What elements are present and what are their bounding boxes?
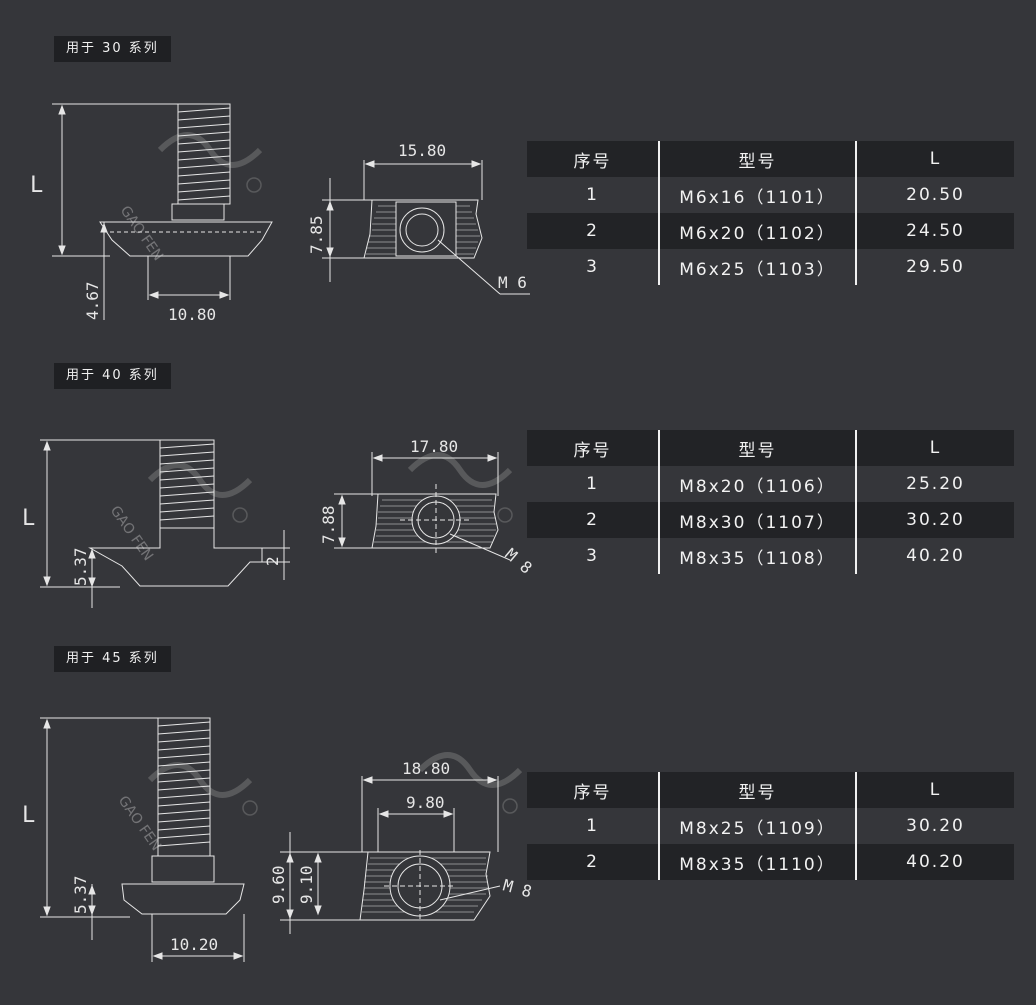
dim-length-label: L: [30, 173, 43, 198]
cell-index: 1: [586, 474, 599, 494]
cell-index: 1: [586, 185, 599, 205]
header-length: L: [856, 141, 1014, 177]
cell-model: M8x20（1106）: [658, 466, 857, 502]
nut-height-label: 7.88: [319, 505, 338, 544]
nut-width-label: 18.80: [402, 759, 450, 778]
cell-index: 3: [586, 257, 599, 277]
cell-length: 24.50: [856, 213, 1014, 249]
spec-table-40: 序号 型号 L 1 M8x20（1106） 25.20 2 M8x30（1107…: [527, 430, 1014, 574]
nut-thread-label: M 6: [498, 273, 527, 292]
t-bolt-drawing: GAO FEN L 5.37 2: [22, 437, 536, 608]
header-index: 序号: [527, 141, 659, 177]
cell-index: 1: [586, 816, 599, 836]
dim-length-label: L: [22, 803, 35, 828]
cell-index: 3: [586, 546, 599, 566]
cell-length: 30.20: [856, 502, 1014, 538]
table-header-row: 序号 型号 L: [527, 430, 1014, 466]
cell-length: 40.20: [906, 546, 965, 566]
nut-height-label: 9.60: [269, 865, 288, 904]
header-model: 型号: [658, 772, 857, 808]
nut-height-label: 7.85: [307, 215, 326, 254]
header-model: 型号: [658, 141, 857, 177]
spec-table-30: 序号 型号 L 1 M6x16（1101） 20.50 2 M6x20（1102…: [527, 141, 1014, 285]
spec-table-45: 序号 型号 L 1 M8x25（1109） 30.20 2 M8x35（1110…: [527, 772, 1014, 880]
table-header-row: 序号 型号 L: [527, 772, 1014, 808]
section-tag: 用于 40 系列: [54, 363, 171, 389]
nut-width-label: 15.80: [398, 141, 446, 160]
watermark-text: GAO FEN: [115, 793, 164, 854]
t-bolt-drawing: GAO FEN L 5.37 10.20: [22, 717, 534, 962]
cell-model: M8x35（1108）: [658, 538, 857, 574]
cell-length: 29.50: [906, 257, 965, 277]
table-row: 2 M8x35（1110） 40.20: [527, 844, 1014, 880]
cell-index: 2: [527, 502, 659, 538]
cell-model: M6x25（1103）: [658, 249, 857, 285]
header-length: L: [856, 772, 1014, 808]
table-row: 2 M8x30（1107） 30.20: [527, 502, 1014, 538]
section-tag: 用于 30 系列: [54, 36, 171, 62]
cell-model: M6x20（1102）: [658, 213, 857, 249]
cell-length: 30.20: [906, 816, 965, 836]
cell-model: M8x35（1110）: [658, 844, 857, 880]
cell-index: 2: [527, 844, 659, 880]
table-row: 3 M6x25（1103） 29.50: [527, 249, 1014, 285]
dim-length-label: L: [22, 506, 35, 531]
header-index: 序号: [527, 430, 659, 466]
nut-inner-height-label: 9.10: [297, 865, 316, 904]
dim-base-label: 10.20: [170, 935, 218, 954]
cell-index: 2: [527, 213, 659, 249]
dim-base-label: 10.80: [168, 305, 216, 324]
dim-head-label: 5.37: [71, 875, 90, 914]
header-length: L: [856, 430, 1014, 466]
dim-step-label: 2: [263, 556, 282, 566]
table-row: 2 M6x20（1102） 24.50: [527, 213, 1014, 249]
header-model: 型号: [658, 430, 857, 466]
t-bolt-drawing: GAO FEN L 4: [30, 103, 530, 324]
table-row: 3 M8x35（1108） 40.20: [527, 538, 1014, 574]
cell-model: M8x30（1107）: [658, 502, 857, 538]
header-index: 序号: [527, 772, 659, 808]
nut-inner-width-label: 9.80: [406, 793, 445, 812]
cell-length: 40.20: [856, 844, 1014, 880]
table-row: 1 M8x20（1106） 25.20: [527, 466, 1014, 502]
table-row: 1 M6x16（1101） 20.50: [527, 177, 1014, 213]
table-row: 1 M8x25（1109） 30.20: [527, 808, 1014, 844]
cell-model: M6x16（1101）: [658, 177, 857, 213]
cell-length: 20.50: [906, 185, 965, 205]
dim-head-label: 5.37: [71, 547, 90, 586]
cell-model: M8x25（1109）: [658, 808, 857, 844]
dim-head-label: 4.67: [83, 281, 102, 320]
section-tag: 用于 45 系列: [54, 646, 171, 672]
cell-length: 25.20: [906, 474, 965, 494]
nut-width-label: 17.80: [410, 437, 458, 456]
table-header-row: 序号 型号 L: [527, 141, 1014, 177]
